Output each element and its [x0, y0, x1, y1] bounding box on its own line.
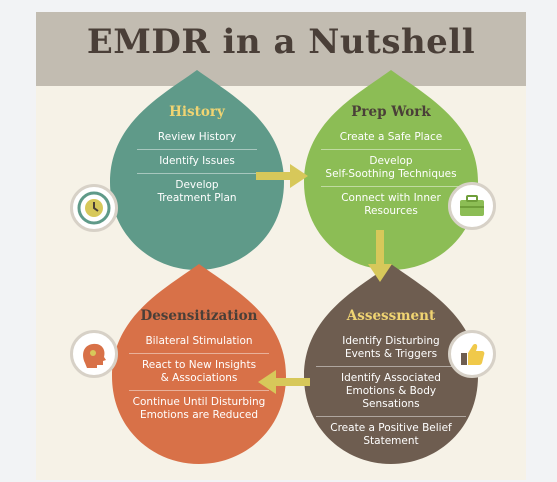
history-item-1: Review History — [157, 131, 237, 143]
head-badge — [70, 330, 118, 378]
history-item-2: Identify Issues — [137, 149, 257, 173]
leaf-desensitization-title: Desensitization — [140, 308, 258, 324]
desens-item-1: Bilateral Stimulation — [145, 335, 253, 347]
leaf-desensitization-content: Desensitization Bilateral Stimulation Re… — [106, 308, 292, 427]
prep-item-2: Develop Self-Soothing Techniques — [321, 149, 461, 186]
leaf-prep-work-shape — [304, 70, 478, 270]
leaf-prep-work-title: Prep Work — [351, 104, 431, 120]
prep-item-1: Create a Safe Place — [339, 131, 443, 143]
leaf-desensitization: Desensitization Bilateral Stimulation Re… — [106, 258, 292, 468]
thumbs-badge — [448, 330, 496, 378]
arrow-right-icon — [256, 164, 308, 188]
briefcase-icon — [460, 195, 484, 216]
leaf-history-shape — [110, 70, 284, 270]
assess-item-3: Create a Positive Belief Statement — [316, 416, 466, 453]
leaf-assessment-shape — [304, 264, 478, 464]
desens-item-2: React to New Insights & Associations — [129, 353, 269, 390]
briefcase-badge — [448, 182, 496, 230]
infographic-poster: EMDR in a Nutshell History Review Histor… — [36, 12, 526, 480]
leaf-desensitization-shape — [112, 264, 286, 464]
leaf-assessment: Assessment Identify Disturbing Events & … — [298, 258, 484, 468]
leaf-prep-work-content: Prep Work Create a Safe Place Develop Se… — [298, 104, 484, 223]
clock-icon — [77, 191, 111, 225]
title-band: EMDR in a Nutshell — [36, 12, 526, 86]
leaf-history: History Review History Identify Issues D… — [104, 64, 290, 274]
assess-item-1: Identify Disturbing Events & Triggers — [342, 335, 440, 360]
arrow-left-icon — [258, 370, 310, 394]
leaf-history-title: History — [169, 104, 225, 120]
clock-badge — [70, 184, 118, 232]
leaf-assessment-content: Assessment Identify Disturbing Events & … — [298, 308, 484, 453]
prep-item-3: Connect with Inner Resources — [321, 186, 461, 223]
leaf-history-content: History Review History Identify Issues D… — [104, 104, 290, 210]
leaf-assessment-title: Assessment — [346, 308, 436, 324]
page-title: EMDR in a Nutshell — [86, 22, 476, 62]
desens-item-3: Continue Until Disturbing Emotions are R… — [129, 390, 269, 427]
history-item-3: Develop Treatment Plan — [137, 173, 257, 210]
assess-item-2: Identify Associated Emotions & Body Sens… — [316, 366, 466, 416]
leaf-prep-work: Prep Work Create a Safe Place Develop Se… — [298, 64, 484, 274]
arrow-down-icon — [368, 230, 392, 282]
thumbs-up-icon — [461, 344, 485, 365]
head-gears-icon — [83, 343, 106, 368]
